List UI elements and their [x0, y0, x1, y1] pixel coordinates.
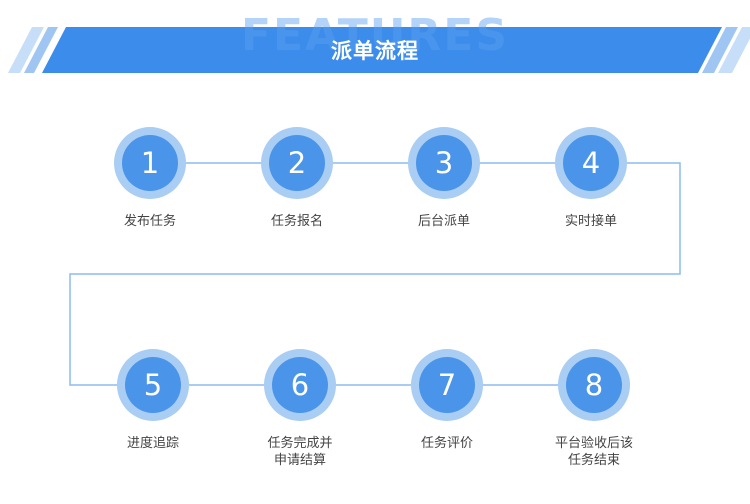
step-circle: 2	[261, 127, 333, 199]
step-number: 5	[125, 357, 181, 413]
step-label: 任务报名	[270, 214, 323, 229]
step-circle: 8	[558, 349, 630, 421]
step-number: 6	[272, 357, 328, 413]
banner-watermark-text: FEATURES	[240, 10, 510, 61]
banner-right-stripe-inner	[702, 27, 738, 73]
step-label: 后台派单	[417, 214, 470, 229]
banner-main-shape	[42, 27, 722, 73]
step-circle: 3	[408, 127, 480, 199]
step-label: 任务评价	[420, 436, 473, 451]
step-label: 任务完成并 申请结算	[267, 436, 333, 468]
step-number: 2	[269, 135, 325, 191]
header-banner	[8, 27, 750, 73]
step-circle: 1	[114, 127, 186, 199]
step-number: 8	[566, 357, 622, 413]
step-number: 7	[419, 357, 475, 413]
step-label: 进度追踪	[126, 436, 179, 451]
step-label: 实时接单	[564, 214, 617, 229]
page-title: 派单流程	[331, 39, 419, 63]
step-number: 4	[563, 135, 619, 191]
step-label: 平台验收后该 任务结束	[554, 436, 633, 468]
step-number: 3	[416, 135, 472, 191]
step-circle: 5	[117, 349, 189, 421]
banner-left-stripe-outer	[8, 27, 44, 73]
banner-left-stripe-inner	[24, 27, 58, 73]
banner-right-stripe-outer	[718, 27, 750, 73]
step-number: 1	[122, 135, 178, 191]
step-label: 发布任务	[123, 214, 176, 229]
step-circle: 6	[264, 349, 336, 421]
step-circle: 7	[411, 349, 483, 421]
step-circle: 4	[555, 127, 627, 199]
